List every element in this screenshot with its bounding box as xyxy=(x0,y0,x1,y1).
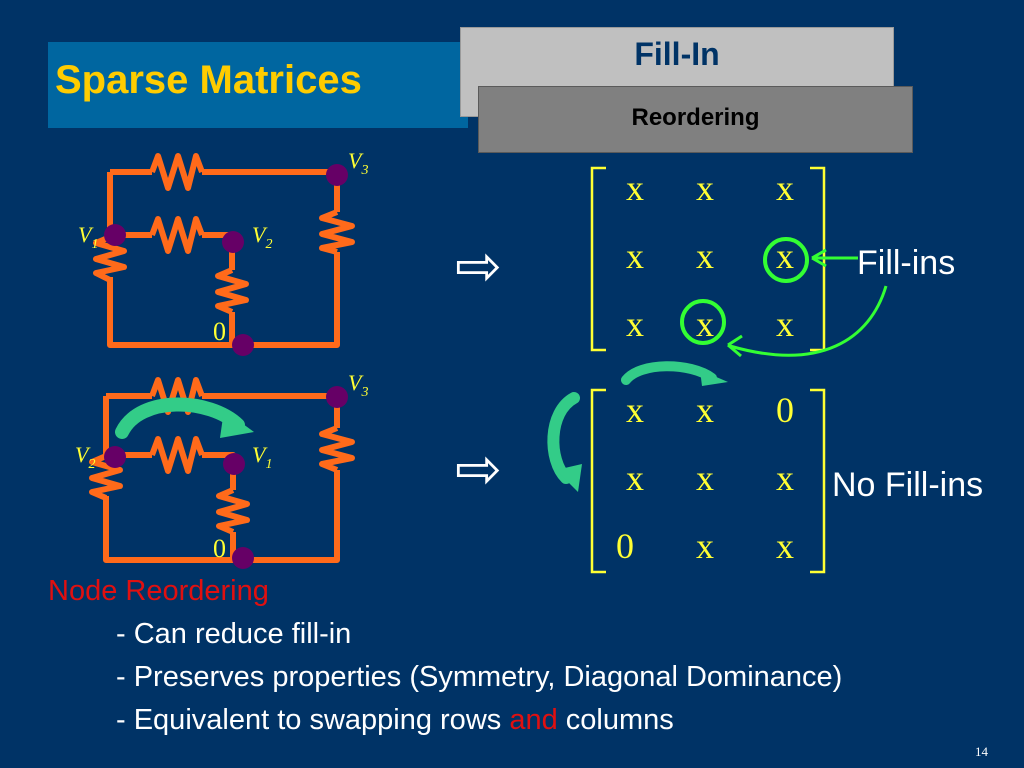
fill-in-highlight xyxy=(680,299,726,345)
label-v3: V3 xyxy=(348,148,368,178)
swap-arrow-columns-head xyxy=(700,370,728,386)
tab-reordering[interactable]: Reordering xyxy=(478,86,913,153)
resistor-mid xyxy=(149,436,205,474)
bullet-item: - Equivalent to swapping rows and column… xyxy=(48,699,842,742)
matrix-bottom: x x 0 x x x 0 x x xyxy=(616,390,794,566)
matrix-cell: x xyxy=(696,390,714,430)
resistor-left xyxy=(89,453,123,501)
implies-arrow-bottom: ⇨ xyxy=(455,437,502,502)
swap-arrow-circuit-head xyxy=(220,410,254,438)
fill-in-highlight xyxy=(763,237,809,283)
bullet-item: - Can reduce fill-in xyxy=(116,618,352,650)
bullet-item: - Preserves properties (Symmetry, Diagon… xyxy=(116,661,843,693)
matrix-cell: x xyxy=(776,168,794,208)
slide-title: Sparse Matrices xyxy=(55,58,362,102)
circuit-bottom-nodes xyxy=(104,386,348,569)
matrix-cell: x xyxy=(696,526,714,566)
matrix-cell: x xyxy=(776,304,794,344)
node-v1 xyxy=(223,453,245,475)
label-v2: V2 xyxy=(75,442,95,472)
resistor-top xyxy=(149,377,205,415)
title-bar xyxy=(48,42,468,128)
bullet-text: - Equivalent to swapping rows xyxy=(116,704,510,736)
label-ground: 0 xyxy=(213,534,226,563)
bullet-emphasis: and xyxy=(509,704,558,736)
implies-arrow-top: ⇨ xyxy=(455,234,502,299)
matrix-cell: x xyxy=(626,236,644,276)
resistor-mid xyxy=(149,216,205,254)
matrix-cell: x xyxy=(776,236,794,276)
resistor-mid-down xyxy=(215,267,249,315)
tab-fill-in-label: Fill-In xyxy=(634,36,720,72)
label-v1: V1 xyxy=(78,222,98,252)
swap-arrow-rows-head xyxy=(556,464,582,492)
node-v2 xyxy=(222,231,244,253)
matrix-cell: x xyxy=(776,526,794,566)
resistor-left xyxy=(93,234,127,283)
node-v3 xyxy=(326,386,348,408)
swap-arrow-circuit xyxy=(115,397,245,439)
matrix-cell: x xyxy=(626,390,644,430)
matrix-cell: x xyxy=(696,236,714,276)
pointer-arrow-head xyxy=(727,334,743,358)
fill-ins-label: Fill-ins xyxy=(857,244,956,282)
bullet-text: columns xyxy=(557,704,674,736)
resistor-mid-down xyxy=(216,487,250,535)
node-v1 xyxy=(104,224,126,246)
matrix-cell: x xyxy=(626,304,644,344)
matrix-top: x x x x x x x x x xyxy=(626,168,794,344)
resistor-right xyxy=(319,209,355,255)
matrix-cell: x xyxy=(696,458,714,498)
label-v1: V1 xyxy=(252,442,272,472)
node-v2 xyxy=(104,446,126,468)
label-v2: V2 xyxy=(252,222,272,252)
label-v3: V3 xyxy=(348,370,368,400)
matrix-cell: x xyxy=(696,168,714,208)
pointer-arrow-head xyxy=(811,248,827,268)
matrix-bottom-brackets xyxy=(590,388,826,574)
matrix-cell: 0 xyxy=(616,526,634,566)
node-ground xyxy=(232,334,254,356)
resistor-top xyxy=(149,153,205,191)
node-v3 xyxy=(326,164,348,186)
bullet-list: Node Reordering - Can reduce fill-in - P… xyxy=(48,570,842,742)
swap-arrow-rows xyxy=(547,392,580,484)
page-number: 14 xyxy=(975,744,988,759)
label-ground: 0 xyxy=(213,317,226,346)
resistor-right xyxy=(319,425,355,473)
matrix-cell: x xyxy=(776,458,794,498)
matrix-cell: x xyxy=(626,458,644,498)
bullet-heading: Node Reordering xyxy=(48,575,269,607)
matrix-cell: 0 xyxy=(776,390,794,430)
tab-reordering-label: Reordering xyxy=(631,104,760,131)
matrix-cell: x xyxy=(626,168,644,208)
circuit-top-nodes xyxy=(104,164,348,356)
node-ground xyxy=(232,547,254,569)
swap-arrow-columns xyxy=(621,361,717,385)
matrix-cell: x xyxy=(696,304,714,344)
no-fill-ins-label: No Fill-ins xyxy=(832,466,984,504)
pointer-arrow xyxy=(729,285,888,357)
